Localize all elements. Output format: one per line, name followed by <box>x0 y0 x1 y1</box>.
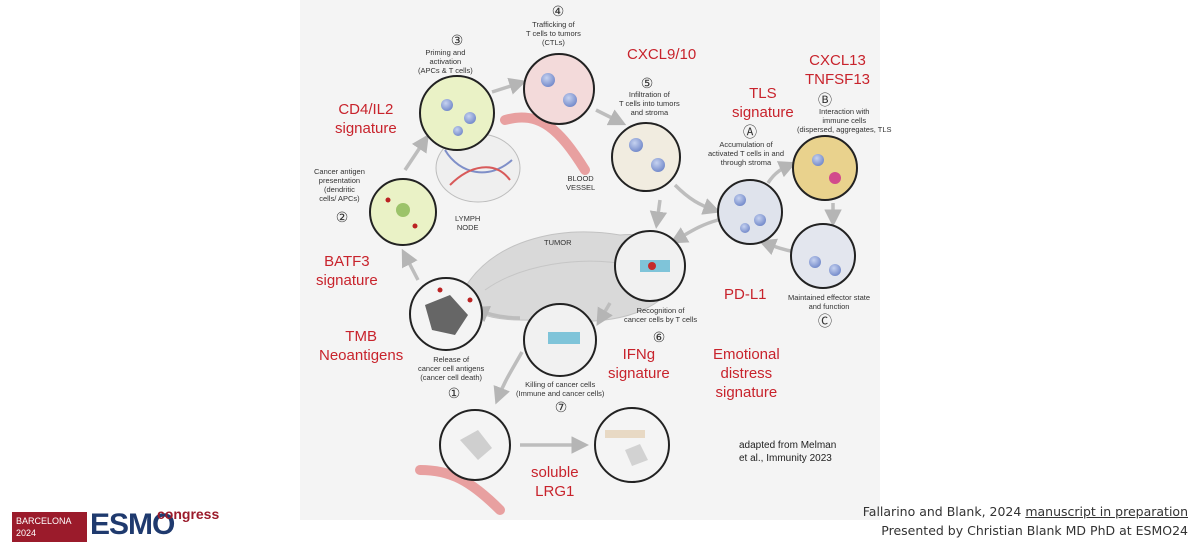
arrow-5-to-6 <box>649 199 668 229</box>
circle-recognition <box>614 230 686 302</box>
logo-congress-wordmark: congress <box>157 506 220 522</box>
circle-antigen-presentation <box>369 178 437 246</box>
arrow-4-to-5 <box>595 108 627 126</box>
step-1: ① <box>447 385 461 401</box>
circle-lrg1 <box>594 407 670 483</box>
circle-killing <box>523 303 597 377</box>
step-6: ⑥ <box>652 329 666 345</box>
arrow-5-to-A <box>673 183 721 215</box>
circle-maintained <box>790 223 856 289</box>
arrow-A-to-6 <box>669 218 719 244</box>
step-2: ② <box>335 209 349 225</box>
citation-text: Fallarino and Blank, 2024 <box>862 504 1026 519</box>
citation-link[interactable]: manuscript in preparation <box>1025 504 1188 519</box>
presenter-line: Presented by Christian Blank MD PhD at E… <box>881 523 1188 538</box>
arrow-2-to-3 <box>403 134 429 171</box>
caption-killing: Killing of cancer cells(Immune and cance… <box>516 380 605 398</box>
circle-interaction <box>792 135 858 201</box>
step-c: Ⓒ <box>818 313 832 329</box>
circle-accumulation <box>717 179 783 245</box>
circle-trafficking <box>523 53 595 125</box>
footer-citation: Fallarino and Blank, 2024 manuscript in … <box>863 502 1188 540</box>
arrow-release-to-2 <box>401 248 420 281</box>
arrow-6-to-7 <box>596 302 613 327</box>
label-cxcl9-10: CXCL9/10 <box>627 46 697 63</box>
arrow-3-to-4 <box>491 77 527 95</box>
step-a: Ⓐ <box>743 124 757 140</box>
circle-infiltration <box>611 122 681 192</box>
step-b: Ⓑ <box>818 92 832 108</box>
blood-vessel-upper <box>500 112 590 175</box>
step-7: ⑦ <box>554 399 568 415</box>
step-4: ④ <box>551 3 565 19</box>
circle-priming <box>419 75 495 151</box>
caption-tumor: TUMOR <box>544 238 572 247</box>
blood-vessel-lower <box>415 465 505 515</box>
circle-release <box>409 277 483 351</box>
step-3: ③ <box>450 32 464 48</box>
logo-esmo-wordmark: ESMO <box>90 508 175 541</box>
step-5: ⑤ <box>640 75 654 91</box>
label-pd-l1: PD-L1 <box>724 286 767 303</box>
circle-cancer-cell-death <box>439 409 511 481</box>
arrow-A-to-B <box>766 161 797 184</box>
arrow-7-to-1 <box>493 351 524 405</box>
